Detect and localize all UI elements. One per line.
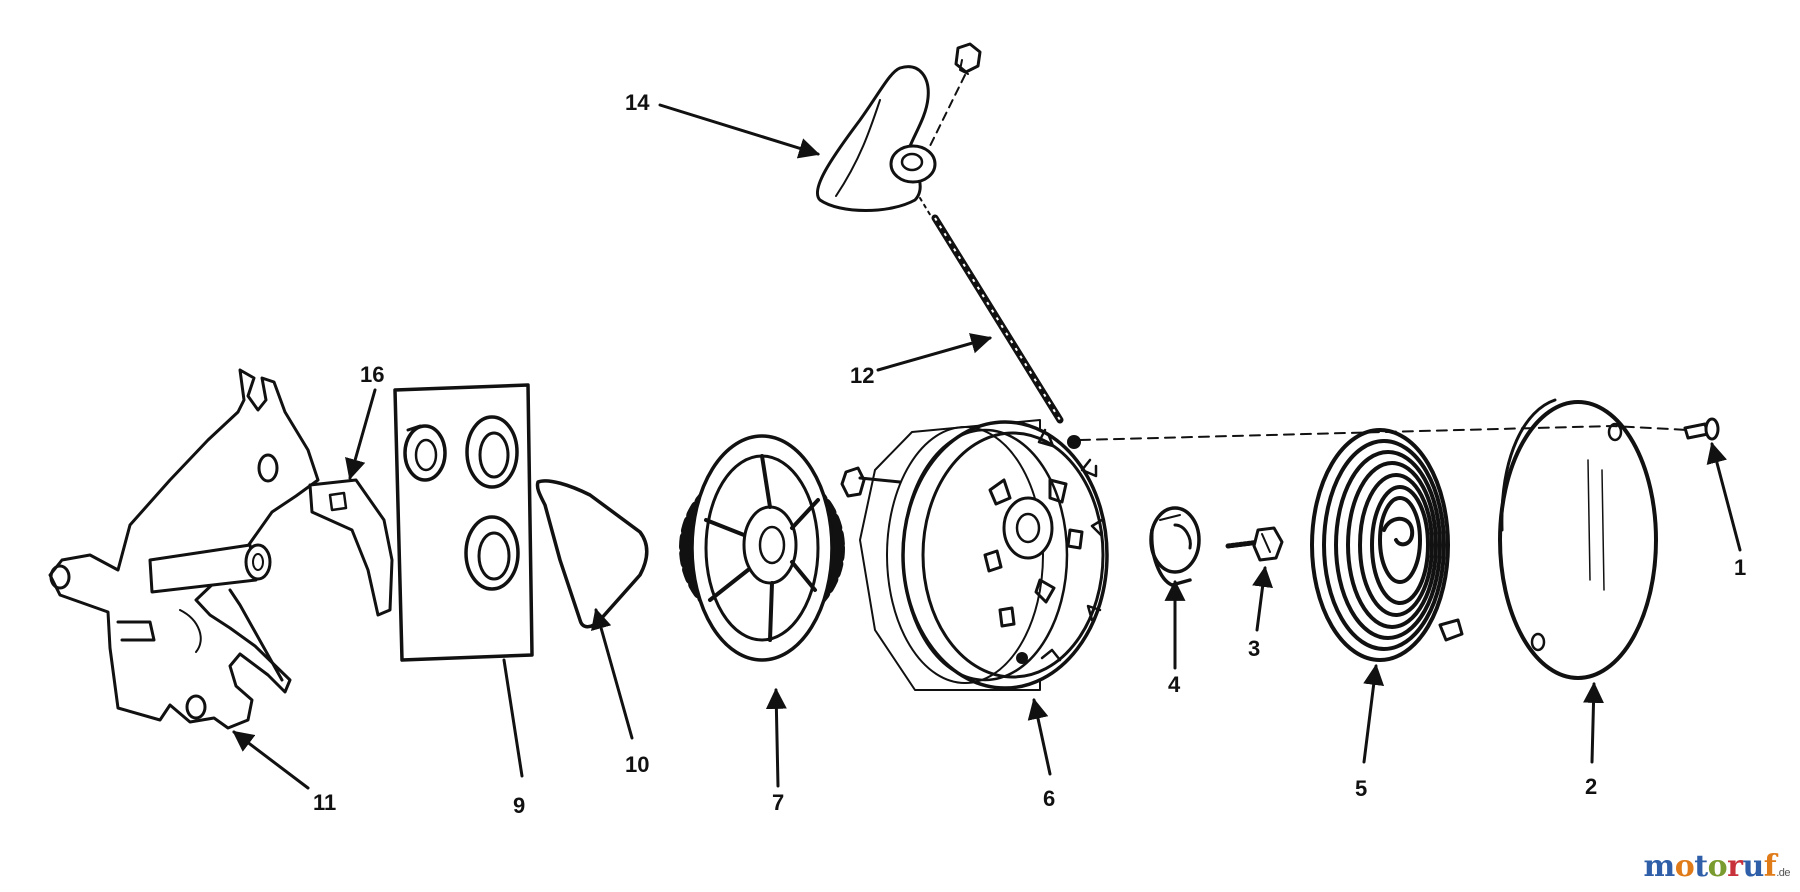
retainer-cup	[1149, 506, 1201, 587]
starter-rope	[919, 197, 1064, 424]
leader-1	[1706, 441, 1742, 552]
watermark-letter: f	[1763, 849, 1777, 884]
label-9: 9	[513, 793, 525, 818]
label-10: 10	[625, 752, 649, 777]
insert-dashed-line	[927, 74, 966, 151]
label-4: 4	[1168, 672, 1181, 697]
leader-11	[232, 730, 310, 790]
leader-12	[876, 333, 993, 372]
cover-plate	[1498, 398, 1658, 680]
leader-10	[591, 607, 634, 740]
leader-lines	[232, 103, 1742, 790]
watermark-letter: m	[1643, 849, 1676, 884]
leader-14	[658, 103, 821, 159]
leader-2	[1583, 681, 1605, 764]
leader-7	[765, 687, 787, 788]
alignment-dashed-line	[1079, 425, 1689, 441]
watermark-letter: o	[1674, 849, 1695, 884]
part-number-labels: 14 12 16 9 10 11 7 6 4 3 5 2 1	[313, 90, 1746, 818]
label-3: 3	[1248, 636, 1260, 661]
label-5: 5	[1355, 776, 1367, 801]
label-11: 11	[313, 790, 336, 815]
starter-handle	[815, 65, 937, 212]
watermark-letter: u	[1742, 849, 1764, 884]
label-2: 2	[1585, 774, 1597, 799]
starter-pulley	[840, 419, 1109, 691]
watermark-letter: r	[1727, 849, 1743, 884]
label-1: 1	[1734, 555, 1746, 580]
leader-3	[1252, 565, 1273, 632]
ratchet-gear	[679, 434, 845, 662]
label-7: 7	[772, 790, 784, 815]
control-bracket	[48, 368, 320, 730]
leader-6	[1027, 697, 1052, 776]
mounting-plate	[393, 383, 534, 662]
label-14: 14	[625, 90, 650, 115]
leader-16	[345, 388, 377, 481]
label-12: 12	[850, 363, 874, 388]
wire-spring	[535, 479, 649, 629]
recoil-spring	[1310, 428, 1464, 662]
cover-screw	[1683, 417, 1720, 441]
leader-9	[502, 658, 524, 778]
watermark-logo: motoruf.de	[1643, 849, 1791, 884]
watermark-letter: o	[1707, 849, 1728, 884]
shoulder-bolt	[1225, 526, 1284, 562]
label-6: 6	[1043, 786, 1055, 811]
watermark-suffix: .de	[1776, 867, 1790, 879]
watermark-letter: t	[1694, 849, 1708, 884]
handle-insert	[954, 42, 982, 75]
brake-lever	[308, 478, 394, 617]
leader-5	[1362, 663, 1385, 764]
label-16: 16	[360, 362, 384, 387]
